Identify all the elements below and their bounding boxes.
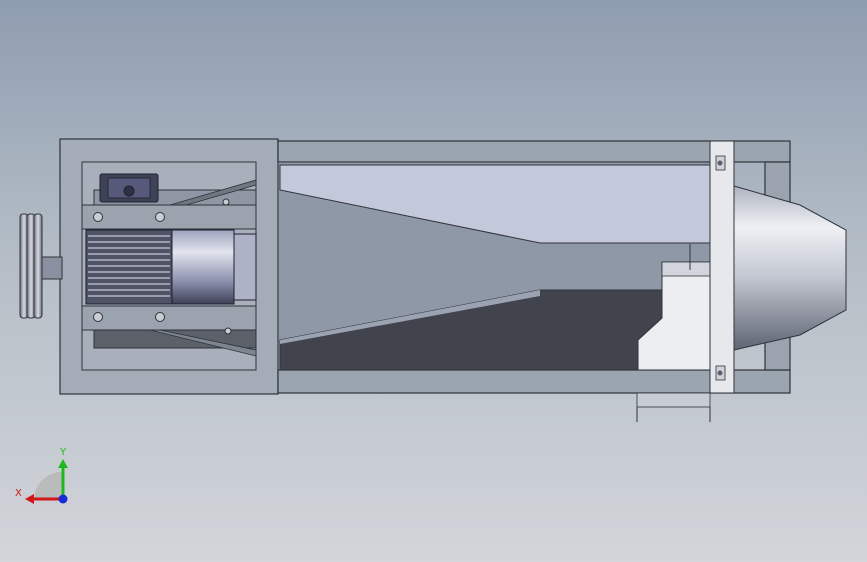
y-axis-label: Y	[59, 447, 67, 458]
x-axis-label: X	[15, 488, 22, 499]
axis-triad: Y X	[15, 447, 68, 504]
inner-chamber	[277, 161, 711, 371]
discharge-cone	[709, 140, 847, 394]
x-axis-arrow	[25, 494, 34, 504]
y-axis-arrow	[58, 459, 68, 468]
flange-bolt	[715, 155, 726, 381]
electric-motor	[85, 173, 257, 305]
mounting-bolt	[93, 198, 232, 335]
z-axis-dot	[58, 494, 68, 504]
drive-pulley	[19, 213, 63, 319]
